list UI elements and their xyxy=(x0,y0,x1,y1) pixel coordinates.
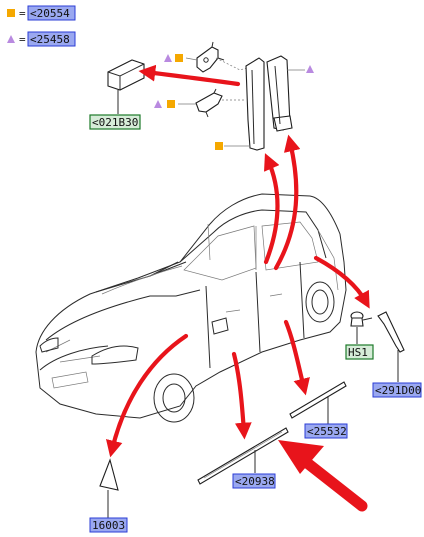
upper-clip-part xyxy=(164,41,225,73)
sill-lower-label[interactable]: <20938 xyxy=(235,475,275,488)
orange-square-icon xyxy=(7,9,15,17)
front-triangle-label[interactable]: 16003 xyxy=(92,519,125,532)
legend-ref-2[interactable]: <25458 xyxy=(30,33,70,46)
b-pillar-trim-rear xyxy=(266,55,314,132)
legend-ref-2-box[interactable] xyxy=(27,31,76,47)
rear-trim-label[interactable]: <291D00 xyxy=(375,384,421,397)
bracket-block-label-box[interactable] xyxy=(89,114,141,130)
front-triangle-label-box[interactable] xyxy=(89,517,128,533)
purple-triangle-icon xyxy=(7,35,15,43)
legend-ref-1-box[interactable] xyxy=(27,5,76,21)
orange-square-icon xyxy=(215,142,223,150)
legend-ref-1[interactable]: <20554 xyxy=(30,7,70,20)
legend-sep-1: = xyxy=(19,7,26,20)
legend-sep-2: = xyxy=(19,33,26,46)
orange-square-icon xyxy=(167,100,175,108)
bracket-block-part: <021B30 xyxy=(89,59,145,130)
b-pillar-trim-front xyxy=(215,57,265,151)
hs1-label-box[interactable] xyxy=(345,344,374,360)
hs1-label[interactable]: HS1 xyxy=(348,346,368,359)
hs1-clip-part: HS1 xyxy=(345,311,374,360)
car-hatchback xyxy=(35,193,347,423)
sill-lower-label-box[interactable] xyxy=(232,473,276,489)
sill-upper-label[interactable]: <25532 xyxy=(307,425,347,438)
legend: = <20554 = <25458 xyxy=(7,5,76,47)
purple-triangle-icon xyxy=(164,54,172,62)
big-red-arrow-icon xyxy=(278,440,368,512)
purple-triangle-icon xyxy=(306,65,314,73)
sill-upper-label-box[interactable] xyxy=(304,423,348,439)
front-triangle-part: 16003 xyxy=(89,458,128,533)
sill-molding-lower: <20938 xyxy=(197,427,289,489)
red-arrows xyxy=(105,64,370,512)
rear-trim-label-box[interactable] xyxy=(372,382,422,398)
bracket-block-label[interactable]: <021B30 xyxy=(92,116,138,129)
sill-molding-upper: <25532 xyxy=(289,381,348,439)
orange-square-icon xyxy=(175,54,183,62)
lower-clip-part xyxy=(154,88,223,118)
purple-triangle-icon xyxy=(154,100,162,108)
rear-trim-part: <291D00 xyxy=(372,311,422,398)
